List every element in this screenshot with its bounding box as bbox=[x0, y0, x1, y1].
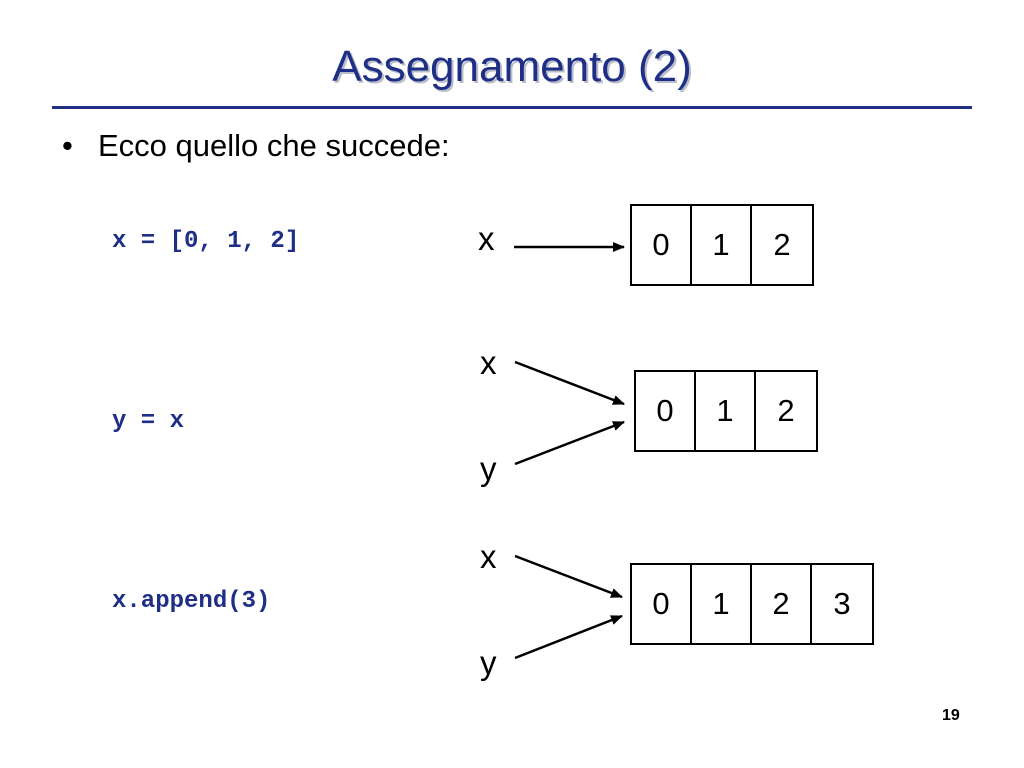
slide-title: Assegnamento (2) bbox=[332, 42, 692, 91]
variable-label-x-3: x bbox=[480, 538, 497, 575]
bullet-item: • Ecco quello che succede: bbox=[62, 128, 450, 164]
bullet-text: Ecco quello che succede: bbox=[98, 128, 450, 163]
code-line-3: x.append(3) bbox=[112, 588, 271, 615]
list-box-1: 0 1 2 bbox=[630, 204, 814, 286]
arrow-x-3 bbox=[514, 554, 623, 599]
arrow-y-3 bbox=[514, 614, 623, 660]
list-box-2: 0 1 2 bbox=[634, 370, 818, 452]
code-line-1: x = [0, 1, 2] bbox=[112, 228, 300, 255]
list-box-3: 0 1 2 3 bbox=[630, 563, 874, 645]
title-divider bbox=[52, 106, 972, 109]
list-cell: 0 bbox=[636, 372, 696, 450]
arrow-x-2 bbox=[514, 360, 625, 406]
variable-label-y-2: y bbox=[480, 450, 497, 487]
variable-label-x-1: x bbox=[478, 220, 495, 257]
list-cell: 1 bbox=[692, 206, 752, 284]
list-cell: 2 bbox=[773, 227, 791, 262]
list-cell: 0 bbox=[632, 206, 692, 284]
arrow-y-2 bbox=[514, 420, 625, 466]
list-cell: 3 bbox=[833, 586, 851, 621]
code-line-2: y = x bbox=[112, 408, 185, 435]
list-cell: 1 bbox=[696, 372, 756, 450]
bullet-dot: • bbox=[62, 128, 73, 163]
list-cell: 0 bbox=[632, 565, 692, 643]
page-number: 19 bbox=[942, 707, 960, 724]
list-cell: 2 bbox=[777, 393, 795, 428]
list-cell: 1 bbox=[692, 565, 752, 643]
variable-label-x-2: x bbox=[480, 344, 497, 381]
list-cell: 2 bbox=[752, 565, 812, 643]
variable-label-y-3: y bbox=[480, 644, 497, 681]
